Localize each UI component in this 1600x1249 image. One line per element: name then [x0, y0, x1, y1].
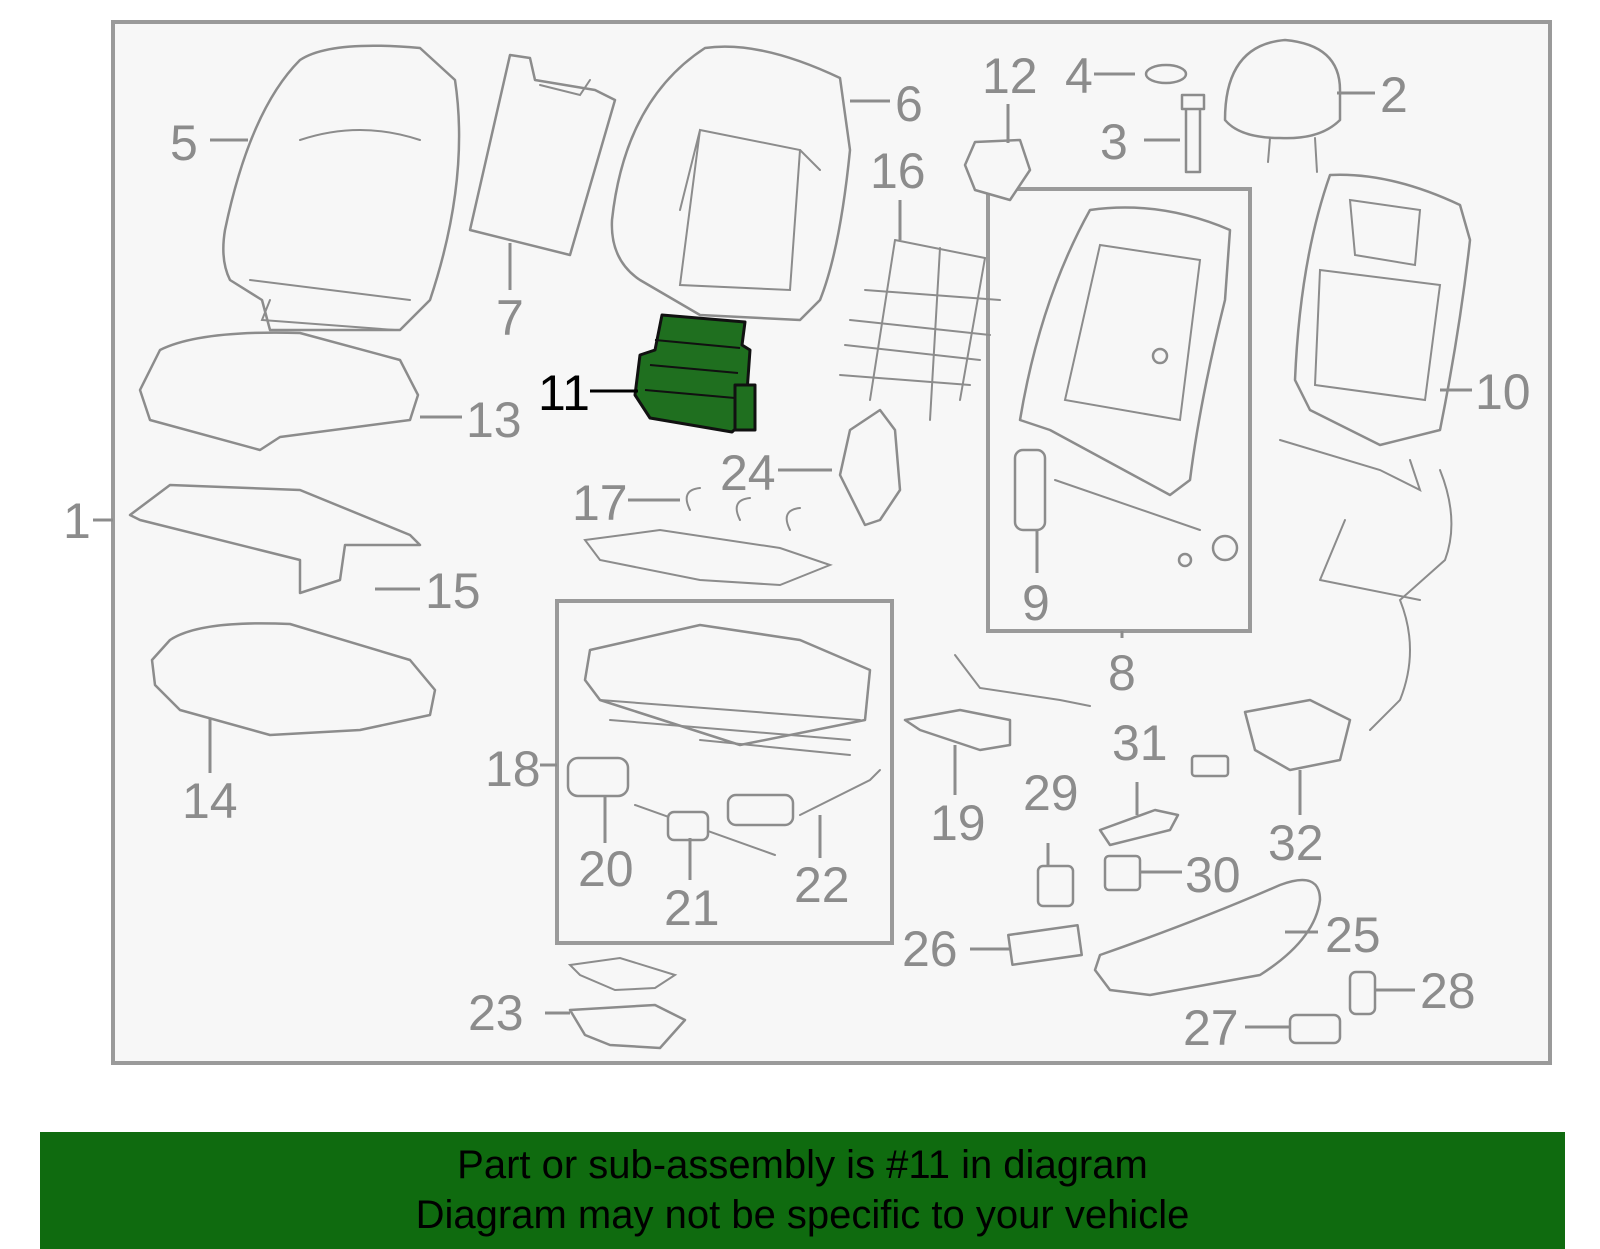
part-29-switch: [1036, 864, 1075, 908]
label-14: 14: [182, 773, 238, 829]
label-22: 22: [794, 857, 850, 913]
label-17: 17: [572, 475, 628, 531]
part-8-seatback-frame: [1018, 206, 1232, 497]
label-26: 26: [902, 921, 958, 977]
label-18: 18: [485, 741, 541, 797]
label-4: 4: [1065, 48, 1093, 104]
group-box-8: [986, 187, 1252, 633]
label-2: 2: [1380, 67, 1408, 123]
label-11: 11: [538, 365, 590, 421]
label-28: 28: [1420, 963, 1476, 1019]
leader-lines: [208, 72, 1472, 1029]
label-19: 19: [930, 795, 986, 851]
group-box-18: [555, 599, 894, 945]
part-9-actuator: [1013, 448, 1239, 568]
label-21: 21: [664, 880, 720, 936]
banner-line-1: Part or sub-assembly is #11 in diagram: [457, 1143, 1148, 1187]
part-21-motor: [634, 804, 776, 856]
label-25: 25: [1325, 907, 1381, 963]
part-24-side-cover: [838, 408, 902, 527]
part-11-highlighted: [633, 313, 757, 434]
part-4-cap: [1144, 63, 1188, 85]
label-30: 30: [1185, 847, 1241, 903]
part-22-motor: [726, 769, 881, 827]
part-27-knob: [1288, 1013, 1342, 1045]
label-13: 13: [466, 392, 522, 448]
part-30-switch: [1103, 854, 1142, 892]
part-labels: 1 2 3 4 5 6 7 8 9 10 11 12 13 14 15 16 1…: [63, 48, 1531, 1056]
label-20: 20: [578, 841, 634, 897]
part-2-headrest: [1223, 38, 1342, 173]
part-25-side-panel: [1093, 878, 1322, 997]
label-32: 32: [1268, 815, 1324, 871]
label-23: 23: [468, 985, 524, 1041]
part-31-trim: [1098, 808, 1180, 847]
label-12: 12: [982, 48, 1038, 104]
part-23-module: [567, 956, 687, 1050]
label-1: 1: [63, 493, 91, 549]
label-29: 29: [1023, 765, 1079, 821]
part-3-guide: [1180, 93, 1206, 174]
info-banner: Part or sub-assembly is #11 in diagram D…: [40, 1132, 1565, 1249]
label-27: 27: [1183, 1000, 1239, 1056]
part-6-seatback-pad: [610, 45, 852, 322]
label-16: 16: [870, 143, 926, 199]
part-18-seat-adjuster: [583, 623, 872, 756]
banner-line-2: Diagram may not be specific to your vehi…: [415, 1193, 1190, 1237]
label-7: 7: [496, 290, 524, 346]
label-15: 15: [425, 563, 481, 619]
part-32-harness: [1190, 439, 1453, 778]
part-7-back-panel: [468, 53, 617, 257]
label-6: 6: [895, 76, 923, 132]
part-15-cushion-pan: [128, 483, 422, 595]
label-10: 10: [1475, 364, 1531, 420]
part-28-knob: [1348, 970, 1377, 1016]
part-12-bracket: [963, 138, 1032, 202]
part-26-switch: [1007, 924, 1083, 966]
part-13-cushion-cover: [138, 331, 420, 452]
label-9: 9: [1022, 575, 1050, 631]
part-20-motor: [566, 756, 630, 798]
label-5: 5: [170, 115, 198, 171]
label-24: 24: [720, 445, 776, 501]
part-5-seatback-cover: [222, 44, 461, 332]
part-19-bracket: [903, 654, 1091, 752]
part-16-spring-mat: [839, 239, 1001, 421]
part-14-seat-pad: [150, 622, 437, 737]
part-17-spring: [583, 487, 833, 587]
label-8: 8: [1108, 645, 1136, 701]
label-31: 31: [1112, 715, 1168, 771]
part-10-seatback-rear: [1293, 173, 1472, 447]
label-3: 3: [1100, 114, 1128, 170]
